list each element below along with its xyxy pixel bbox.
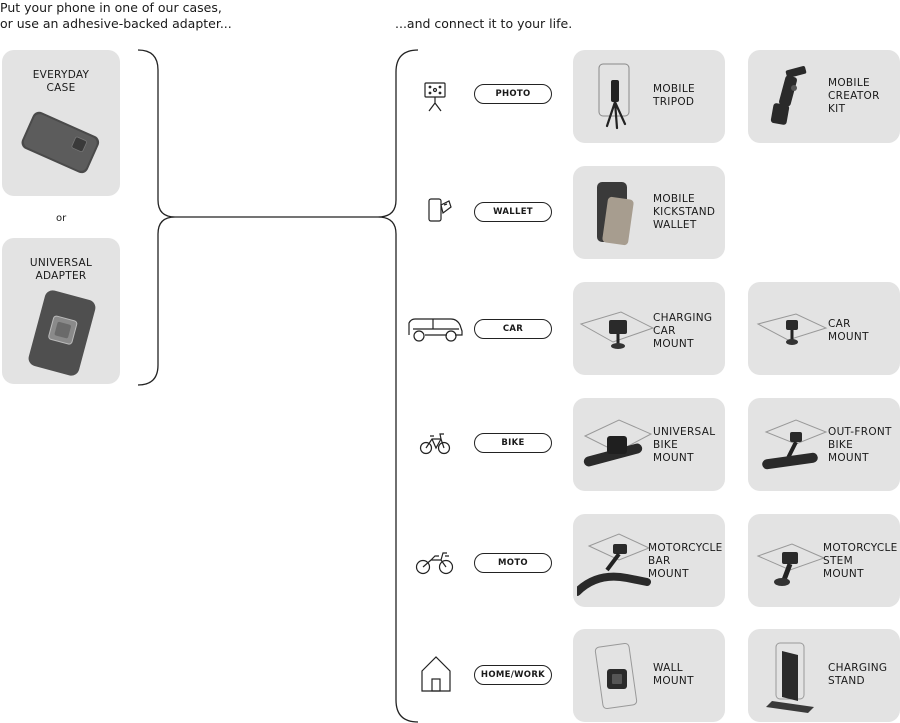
product-card-universal-bike-mount[interactable]: UNIVERSAL BIKE MOUNT	[573, 398, 725, 491]
product-card-mobile-tripod[interactable]: MOBILE TRIPOD	[573, 50, 725, 143]
tripod-camera-icon	[424, 82, 446, 112]
universal-bike-mount-label: UNIVERSAL BIKE MOUNT	[653, 426, 716, 464]
motorcycle-bar-mount-image	[577, 533, 651, 596]
charging-stand-image	[766, 642, 814, 713]
category-pill-home-work[interactable]: HOME/WORK	[474, 665, 552, 685]
product-card-mobile-kickstand-wallet[interactable]: MOBILE KICKSTAND WALLET	[573, 166, 725, 259]
charging-car-mount-label: CHARGING CAR MOUNT	[653, 312, 713, 350]
product-card-car-mount[interactable]: CAR MOUNT	[748, 282, 900, 375]
car-icon	[408, 318, 463, 342]
product-card-charging-car-mount[interactable]: CHARGING CAR MOUNT	[573, 282, 725, 375]
out-front-bike-mount-image	[762, 419, 828, 470]
charging-stand-label: CHARGING STAND	[828, 662, 888, 687]
intro-left-text: Put your phone in one of our cases, or u…	[0, 0, 300, 32]
out-front-bike-mount-label: OUT-FRONT BIKE MOUNT	[828, 426, 892, 464]
wall-mount-label: WALL MOUNT	[653, 662, 694, 687]
product-card-motorcycle-stem-mount[interactable]: MOTORCYCLE STEM MOUNT	[748, 514, 900, 607]
product-card-mobile-creator-kit[interactable]: MOBILE CREATOR KIT	[748, 50, 900, 143]
motorcycle-stem-mount-label: MOTORCYCLE STEM MOUNT	[823, 542, 898, 580]
universal-bike-mount-image	[583, 419, 653, 467]
intro-left-line2: or use an adhesive-backed adapter...	[0, 16, 232, 31]
product-card-out-front-bike-mount[interactable]: OUT-FRONT BIKE MOUNT	[748, 398, 900, 491]
motorcycle-stem-mount-image	[756, 543, 826, 586]
mobile-creator-kit-image	[770, 65, 807, 125]
house-icon	[421, 656, 451, 692]
car-mount-label: CAR MOUNT	[828, 318, 869, 343]
universal-adapter-label: UNIVERSAL ADAPTER	[29, 257, 93, 282]
motorcycle-icon	[415, 552, 454, 575]
product-card-wall-mount[interactable]: WALL MOUNT	[573, 629, 725, 722]
wall-mount-image	[594, 642, 638, 710]
mobile-creator-kit-label: MOBILE CREATOR KIT	[828, 77, 880, 115]
phone-wallet-icon	[428, 198, 452, 222]
mobile-tripod-image	[598, 63, 630, 130]
category-pill-wallet[interactable]: WALLET	[474, 202, 552, 222]
intro-right-text: ...and connect it to your life.	[395, 16, 573, 31]
everyday-case-label: EVERYDAY CASE	[32, 69, 90, 94]
phone-case-image	[21, 111, 100, 174]
mobile-tripod-label: MOBILE TRIPOD	[653, 83, 695, 108]
adapter-image	[28, 290, 96, 376]
product-card-motorcycle-bar-mount[interactable]: MOTORCYCLE BAR MOUNT	[573, 514, 725, 607]
motorcycle-bar-mount-label: MOTORCYCLE BAR MOUNT	[648, 542, 723, 580]
category-pill-photo[interactable]: PHOTO	[474, 84, 552, 104]
mobile-kickstand-wallet-image	[597, 182, 634, 246]
universal-adapter-card[interactable]: UNIVERSAL ADAPTER	[2, 238, 120, 384]
or-separator: or	[56, 213, 67, 224]
charging-car-mount-image	[579, 311, 655, 349]
product-card-charging-stand[interactable]: CHARGING STAND	[748, 629, 900, 722]
mobile-kickstand-wallet-label: MOBILE KICKSTAND WALLET	[653, 193, 716, 231]
category-pill-moto[interactable]: MOTO	[474, 553, 552, 573]
category-pill-bike[interactable]: BIKE	[474, 433, 552, 453]
car-mount-image	[756, 313, 828, 345]
everyday-case-card[interactable]: EVERYDAY CASE	[2, 50, 120, 196]
category-pill-car[interactable]: CAR	[474, 319, 552, 339]
bicycle-icon	[419, 433, 451, 455]
intro-left-line1: Put your phone in one of our cases,	[0, 0, 222, 15]
